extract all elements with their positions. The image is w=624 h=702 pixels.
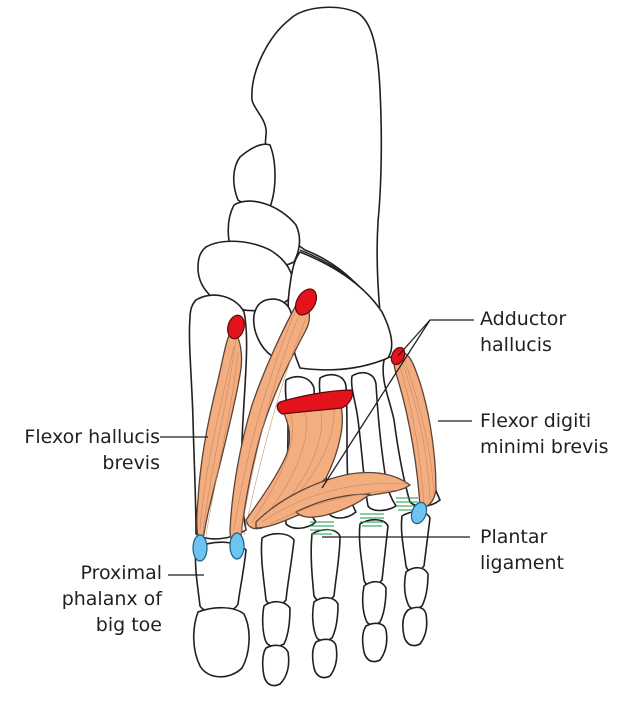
label-line: Flexor digiti [480,408,609,434]
label-line: big toe [10,612,162,638]
label-line: hallucis [480,332,566,358]
toe3-middle-phalanx [313,598,338,641]
big-toe-distal-phalanx [194,608,249,677]
label-line: Proximal [10,560,162,586]
insertion-marker [193,535,207,561]
label-line: brevis [10,450,160,476]
toe4-distal-phalanx [363,623,387,661]
label-adductor-hallucis: Adductor hallucis [480,306,566,358]
toe4-middle-phalanx [363,582,386,625]
toe2-proximal-phalanx [261,534,294,606]
label-line: Adductor [480,306,566,332]
label-proximal-phalanx: Proximal phalanx of big toe [10,560,162,638]
toe5-distal-phalanx [403,607,427,645]
insertion-marker [230,533,244,559]
label-flexor-digiti-minimi-brevis: Flexor digiti minimi brevis [480,408,609,460]
label-line: minimi brevis [480,434,609,460]
label-line: phalanx of [10,586,162,612]
label-line: ligament [480,550,564,576]
toe4-proximal-phalanx [359,520,388,586]
toe2-distal-phalanx [263,645,289,685]
label-plantar-ligament: Plantar ligament [480,524,564,576]
label-line: Flexor hallucis [10,424,160,450]
leader-adductor-b [398,320,430,356]
label-flexor-hallucis-brevis: Flexor hallucis brevis [10,424,160,476]
label-line: Plantar [480,524,564,550]
toe5-middle-phalanx [405,568,428,609]
toe2-middle-phalanx [263,602,290,647]
toe3-distal-phalanx [313,639,337,677]
toe3-proximal-phalanx [311,530,340,602]
